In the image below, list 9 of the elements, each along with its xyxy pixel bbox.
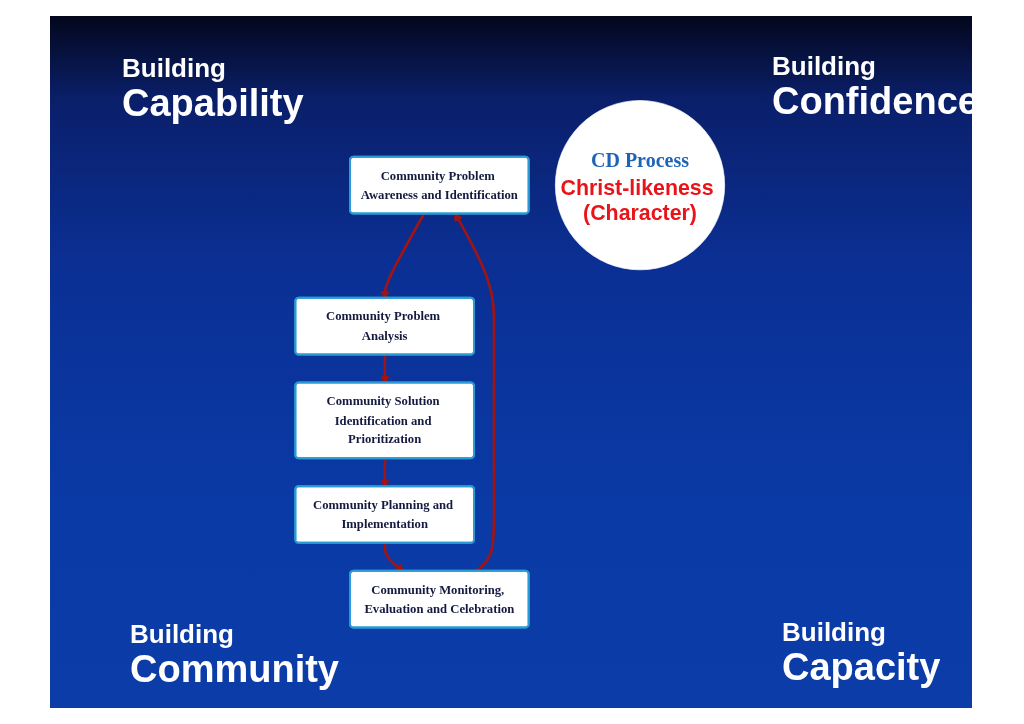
corner-subheading: Building <box>130 620 234 649</box>
corner-subheading: Building <box>772 52 876 81</box>
corner-subheading: Building <box>122 54 226 83</box>
corner-heading: Capacity <box>782 646 941 689</box>
corner-heading: Confidence <box>772 80 979 123</box>
corner-heading: Capability <box>122 82 304 125</box>
corner-subheading: Building <box>782 618 886 647</box>
corner-heading: Community <box>130 648 339 691</box>
node-circle: CD Process Christ-likeness (Character) <box>555 100 725 271</box>
